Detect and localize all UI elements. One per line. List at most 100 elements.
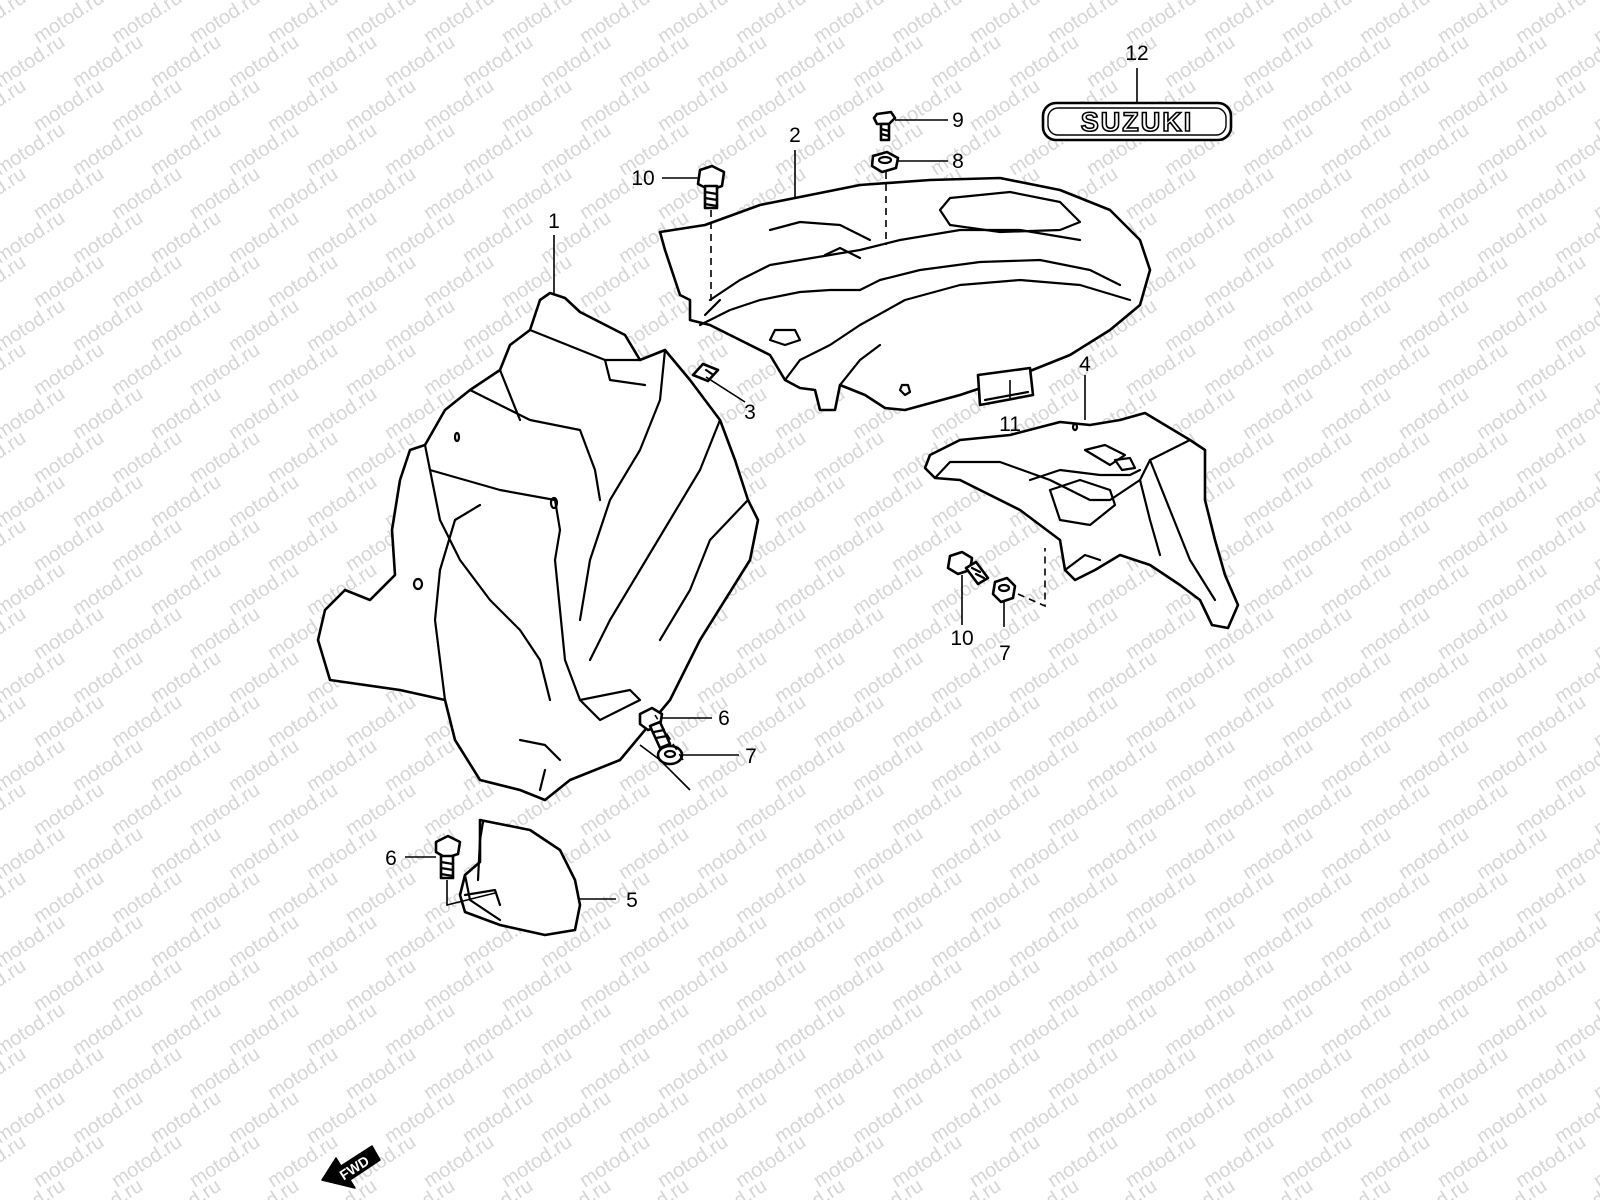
bolt-6-left-icon <box>434 834 462 880</box>
watermark-text: motod.ru <box>1434 691 1512 752</box>
watermark-text: motod.ru <box>927 119 1005 180</box>
watermark-text: motod.ru <box>186 251 264 312</box>
watermark-text: motod.ru <box>849 735 927 796</box>
watermark-text: motod.ru <box>1239 119 1317 180</box>
watermark-text: motod.ru <box>1473 735 1551 796</box>
watermark-text: motod.ru <box>849 823 927 884</box>
watermark-text: motod.ru <box>1356 163 1434 224</box>
watermark-text: motod.ru <box>1590 779 1600 840</box>
watermark-text: motod.ru <box>1161 1087 1239 1148</box>
watermark-text: motod.ru <box>225 471 303 532</box>
watermark-text: motod.ru <box>0 779 30 840</box>
watermark-text: motod.ru <box>69 999 147 1060</box>
watermark-text: motod.ru <box>498 163 576 224</box>
watermark-text: motod.ru <box>1317 911 1395 972</box>
watermark-text: motod.ru <box>810 1043 888 1104</box>
watermark-text: motod.ru <box>1512 955 1590 1016</box>
watermark-text: motod.ru <box>693 647 771 708</box>
watermark-text: motod.ru <box>1278 955 1356 1016</box>
watermark-text: motod.ru <box>966 1043 1044 1104</box>
watermark-text: motod.ru <box>1122 867 1200 928</box>
watermark-text: motod.ru <box>69 1175 147 1200</box>
watermark-text: motod.ru <box>69 295 147 356</box>
callout-5: 5 <box>626 889 638 912</box>
watermark-text: motod.ru <box>1122 603 1200 664</box>
watermark-text: motod.ru <box>30 339 108 400</box>
watermark-text: motod.ru <box>69 383 147 444</box>
watermark-text: motod.ru <box>1512 1131 1590 1192</box>
watermark-text: motod.ru <box>1005 911 1083 972</box>
watermark-text: motod.ru <box>1590 339 1600 400</box>
watermark-text: motod.ru <box>1083 911 1161 972</box>
watermark-text: motod.ru <box>1200 779 1278 840</box>
watermark-text: motod.ru <box>264 515 342 576</box>
watermark-text: motod.ru <box>1356 779 1434 840</box>
watermark-text: motod.ru <box>1317 383 1395 444</box>
watermark-text: motod.ru <box>537 999 615 1060</box>
watermark-text: motod.ru <box>459 31 537 92</box>
watermark-text: motod.ru <box>1200 339 1278 400</box>
screw-9-icon <box>872 110 897 142</box>
watermark-text: motod.ru <box>1005 31 1083 92</box>
watermark-text: motod.ru <box>771 1175 849 1200</box>
watermark-text: motod.ru <box>1161 911 1239 972</box>
watermark-text: motod.ru <box>108 1131 186 1192</box>
watermark-text: motod.ru <box>1512 779 1590 840</box>
watermark-text: motod.ru <box>1473 119 1551 180</box>
watermark-text: motod.ru <box>849 471 927 532</box>
part-11-reflector <box>976 366 1035 407</box>
watermark-text: motod.ru <box>1200 1131 1278 1192</box>
watermark-text: motod.ru <box>537 1175 615 1200</box>
watermark-text: motod.ru <box>225 119 303 180</box>
watermark-text: motod.ru <box>0 867 30 928</box>
watermark-text: motod.ru <box>966 779 1044 840</box>
watermark-text: motod.ru <box>1356 251 1434 312</box>
watermark-text: motod.ru <box>1200 1043 1278 1104</box>
callout-6-left: 6 <box>385 847 397 870</box>
watermark-text: motod.ru <box>771 119 849 180</box>
watermark-text: motod.ru <box>420 955 498 1016</box>
watermark-text: motod.ru <box>1434 1131 1512 1192</box>
watermark-text: motod.ru <box>1122 1043 1200 1104</box>
watermark-text: motod.ru <box>342 867 420 928</box>
watermark-text: motod.ru <box>0 691 30 752</box>
watermark-text: motod.ru <box>810 779 888 840</box>
watermark-text: motod.ru <box>69 559 147 620</box>
watermark-text: motod.ru <box>1473 471 1551 532</box>
watermark-text: motod.ru <box>1161 647 1239 708</box>
watermark-text: motod.ru <box>186 867 264 928</box>
watermark-text: motod.ru <box>225 999 303 1060</box>
watermark-text: motod.ru <box>1590 603 1600 664</box>
watermark-text: motod.ru <box>1317 1087 1395 1148</box>
watermark-text: motod.ru <box>771 999 849 1060</box>
watermark-text: motod.ru <box>225 1087 303 1148</box>
watermark-text: motod.ru <box>1317 735 1395 796</box>
watermark-text: motod.ru <box>147 735 225 796</box>
watermark-text: motod.ru <box>1122 779 1200 840</box>
watermark-text: motod.ru <box>810 691 888 752</box>
watermark-text: motod.ru <box>0 163 30 224</box>
watermark-text: motod.ru <box>1590 955 1600 1016</box>
callout-1: 1 <box>548 210 560 233</box>
watermark-text: motod.ru <box>654 1043 732 1104</box>
watermark-text: motod.ru <box>1512 603 1590 664</box>
watermark-text: motod.ru <box>1395 31 1473 92</box>
watermark-text: motod.ru <box>1395 383 1473 444</box>
watermark-text: motod.ru <box>225 735 303 796</box>
watermark-text: motod.ru <box>1434 163 1512 224</box>
watermark-text: motod.ru <box>1083 735 1161 796</box>
watermark-text: motod.ru <box>732 867 810 928</box>
watermark-text: motod.ru <box>342 1043 420 1104</box>
watermark-text: motod.ru <box>1434 779 1512 840</box>
watermark-text: motod.ru <box>1239 1175 1317 1200</box>
watermark-text: motod.ru <box>1239 471 1317 532</box>
watermark-text: motod.ru <box>342 779 420 840</box>
watermark-text: motod.ru <box>1356 603 1434 664</box>
watermark-text: motod.ru <box>1356 691 1434 752</box>
watermark-text: motod.ru <box>1356 75 1434 136</box>
watermark-text: motod.ru <box>927 735 1005 796</box>
watermark-text: motod.ru <box>30 603 108 664</box>
watermark-text: motod.ru <box>927 999 1005 1060</box>
leader-lines <box>405 68 1138 900</box>
